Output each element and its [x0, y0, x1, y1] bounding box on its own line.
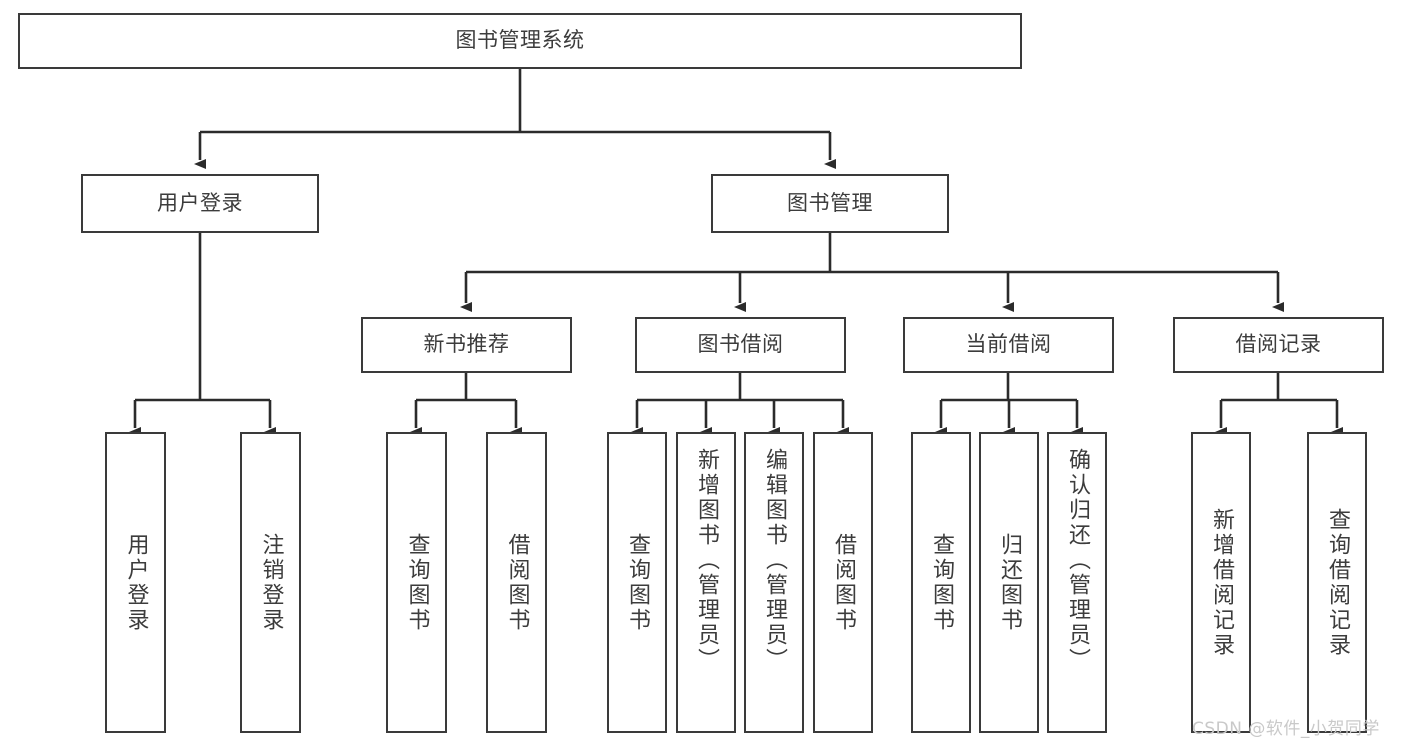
- node-leaf-query-record[interactable]: 查询借阅记录: [1307, 432, 1367, 733]
- node-leaf-add-book-label: 新增图书（管理员）: [694, 448, 719, 673]
- node-leaf-query-book-2[interactable]: 查询图书: [607, 432, 667, 733]
- node-root[interactable]: 图书管理系统: [18, 13, 1022, 69]
- node-leaf-query-book-1-label: 查询图书: [404, 532, 430, 633]
- node-new-book-recommend-label: 新书推荐: [423, 332, 510, 357]
- node-leaf-query-book-3-label: 查询图书: [929, 532, 954, 633]
- node-leaf-add-record-label: 新增借阅记录: [1209, 507, 1234, 658]
- node-borrow-record-label: 借阅记录: [1235, 332, 1322, 357]
- node-book-management-label: 图书管理: [787, 190, 873, 215]
- node-leaf-return-book[interactable]: 归还图书: [979, 432, 1039, 733]
- node-new-book-recommend[interactable]: 新书推荐: [361, 317, 572, 373]
- node-leaf-edit-book[interactable]: 编辑图书（管理员）: [744, 432, 804, 733]
- node-leaf-borrow-book-2-label: 借阅图书: [831, 532, 856, 633]
- node-current-borrow[interactable]: 当前借阅: [903, 317, 1114, 373]
- node-borrow-record[interactable]: 借阅记录: [1173, 317, 1384, 373]
- node-leaf-confirm-return-label: 确认归还（管理员）: [1065, 448, 1090, 673]
- node-root-label: 图书管理系统: [455, 28, 585, 53]
- node-leaf-add-book[interactable]: 新增图书（管理员）: [676, 432, 736, 733]
- node-user-login[interactable]: 用户登录: [81, 174, 319, 233]
- node-book-borrow[interactable]: 图书借阅: [635, 317, 846, 373]
- node-book-management[interactable]: 图书管理: [711, 174, 949, 233]
- node-leaf-query-book-2-label: 查询图书: [625, 532, 650, 633]
- node-leaf-logout[interactable]: 注销登录: [240, 432, 301, 733]
- node-leaf-query-book-3[interactable]: 查询图书: [911, 432, 971, 733]
- node-leaf-confirm-return[interactable]: 确认归还（管理员）: [1047, 432, 1107, 733]
- node-leaf-query-book-1[interactable]: 查询图书: [386, 432, 447, 733]
- node-user-login-label: 用户登录: [157, 190, 243, 215]
- node-leaf-edit-book-label: 编辑图书（管理员）: [762, 448, 787, 673]
- node-leaf-return-book-label: 归还图书: [997, 532, 1022, 633]
- node-leaf-user-login[interactable]: 用户登录: [105, 432, 166, 733]
- node-leaf-borrow-book-1-label: 借阅图书: [504, 532, 530, 633]
- watermark-text: CSDN @软件_小贺同学: [1192, 719, 1380, 739]
- node-leaf-borrow-book-2[interactable]: 借阅图书: [813, 432, 873, 733]
- node-current-borrow-label: 当前借阅: [965, 332, 1052, 357]
- node-leaf-user-login-label: 用户登录: [123, 532, 149, 633]
- node-book-borrow-label: 图书借阅: [697, 332, 784, 357]
- node-leaf-add-record[interactable]: 新增借阅记录: [1191, 432, 1251, 733]
- node-leaf-borrow-book-1[interactable]: 借阅图书: [486, 432, 547, 733]
- node-leaf-logout-label: 注销登录: [258, 532, 284, 633]
- node-leaf-query-record-label: 查询借阅记录: [1325, 507, 1350, 658]
